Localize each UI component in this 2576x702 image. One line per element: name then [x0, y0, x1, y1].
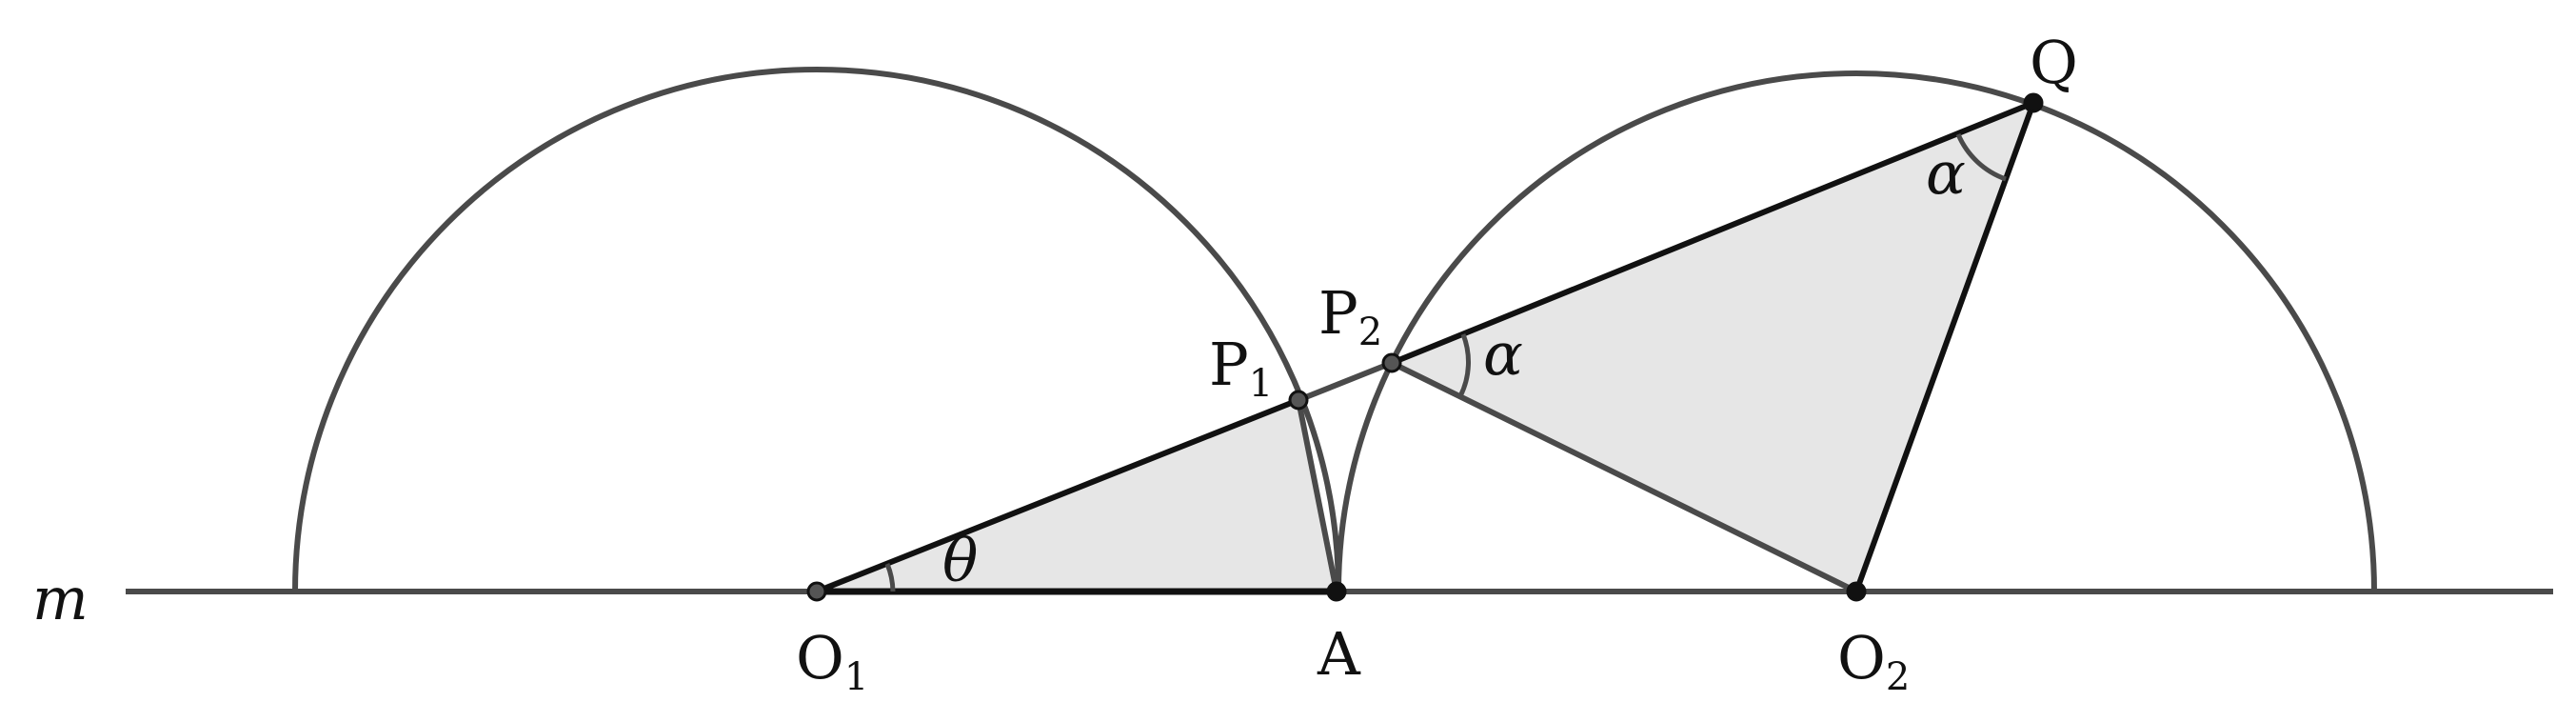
segment-p1-a: [1296, 399, 1339, 592]
label-theta: θ: [942, 526, 978, 595]
segment-q-o2: [1853, 101, 2036, 593]
label-o1: O1: [796, 623, 868, 699]
point-o2: [1846, 581, 1867, 602]
point-a: [1326, 581, 1347, 602]
angle-arc-theta: [884, 563, 896, 592]
angle-arc-alpha-q: [1955, 132, 2007, 182]
label-alpha-p2: α: [1483, 319, 1523, 389]
label-p2: P2: [1318, 278, 1382, 354]
angle-arc-alpha-p2: [1457, 333, 1471, 398]
label-m: m: [32, 564, 89, 633]
label-o2: O2: [1837, 623, 1910, 699]
label-q: Q: [2030, 28, 2078, 97]
segment-p2-q: [1390, 100, 2035, 366]
segment-p2-o2: [1390, 360, 1858, 594]
label-a: A: [1317, 619, 1361, 689]
triangle-o1-p1-a: [817, 400, 1337, 592]
point-q: [2023, 92, 2044, 113]
point-p1: [1288, 390, 1309, 411]
label-p1: P1: [1209, 330, 1273, 406]
label-alpha-q: α: [1926, 138, 1966, 208]
semicircle-left: [292, 67, 1341, 592]
point-p2: [1381, 352, 1402, 373]
segment-o1-p1: [815, 397, 1300, 594]
segment-p1-p2: [1297, 360, 1394, 403]
triangle-p2-q-o2: [1392, 103, 2033, 592]
semicircle-right: [1336, 70, 2377, 592]
point-o1: [806, 581, 827, 602]
